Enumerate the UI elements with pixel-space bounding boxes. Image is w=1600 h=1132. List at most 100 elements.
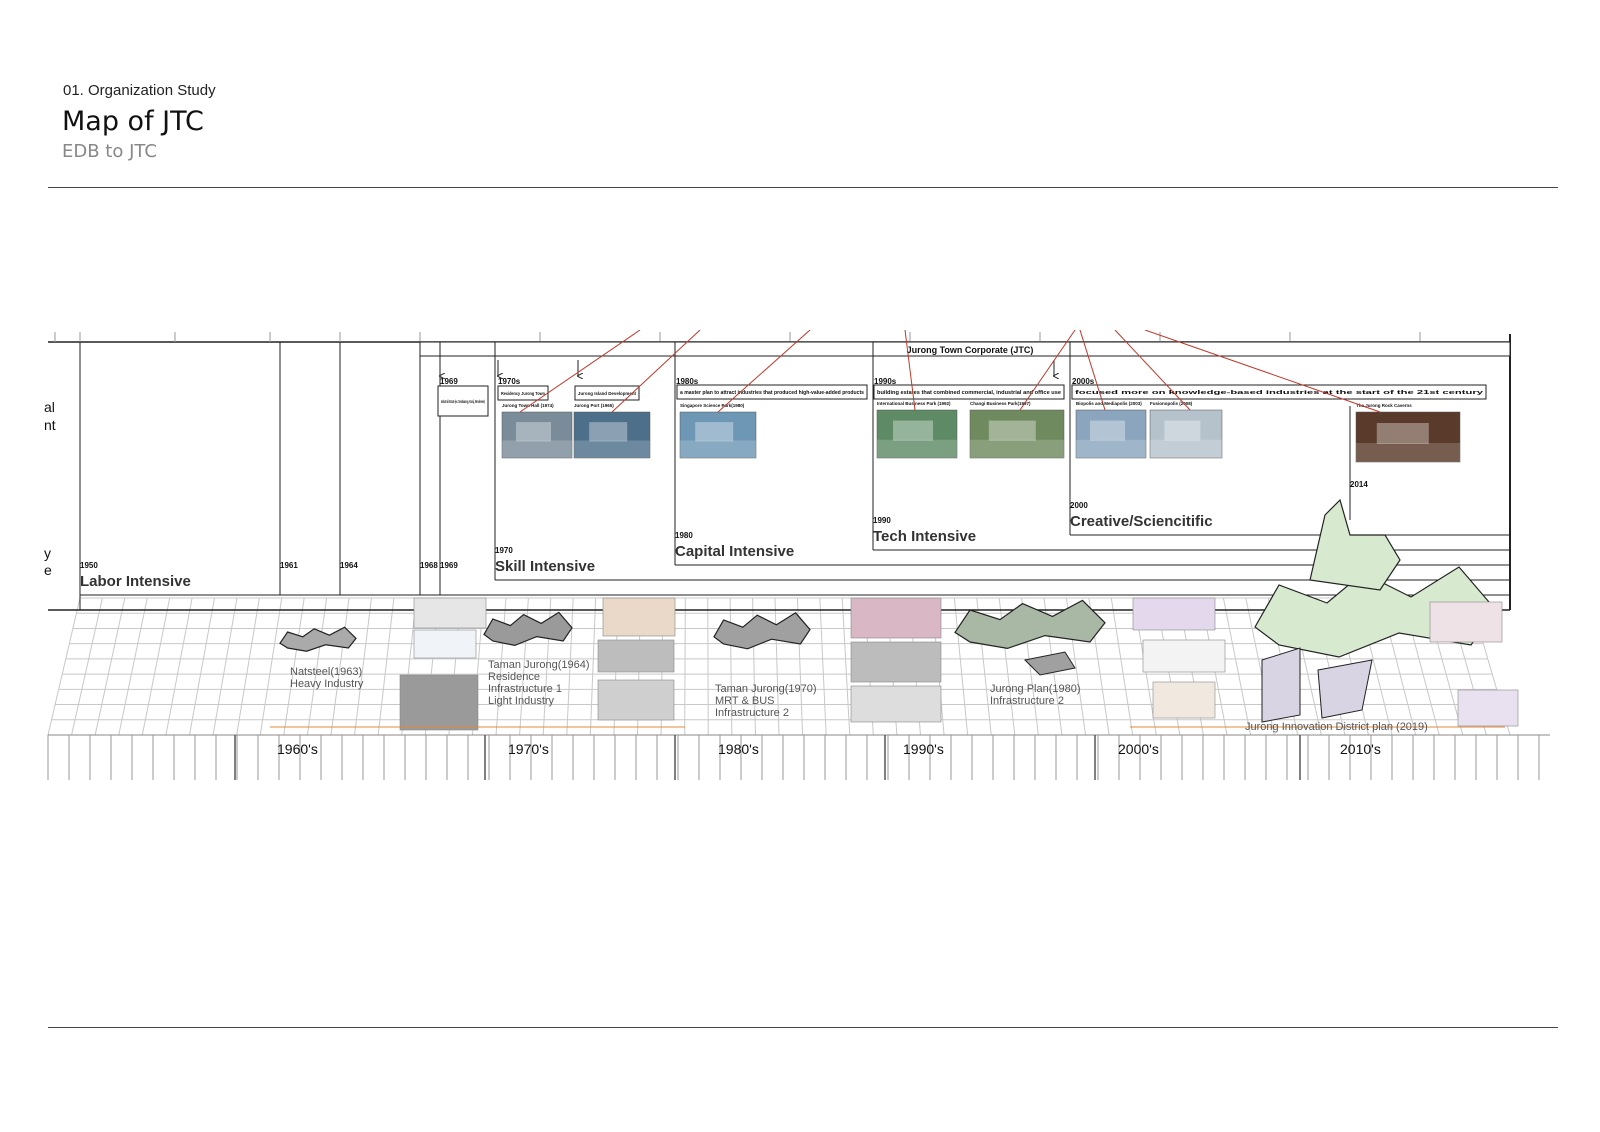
connector-line: [717, 330, 811, 413]
photo: [501, 411, 573, 459]
map-2019-north: [1309, 498, 1401, 591]
collage-panel: [413, 597, 487, 629]
grid-line: [566, 597, 574, 736]
map-note-line: MRT & BUS: [715, 695, 775, 707]
red-connector-lines: [519, 330, 1381, 413]
decade-tag: 2000s: [1072, 377, 1095, 386]
map-note-line: Taman Jurong(1970): [715, 683, 817, 695]
collage-panel: [850, 685, 942, 723]
decade-label: 1970's: [508, 741, 549, 757]
collage-panel: [1429, 601, 1503, 643]
grid-line: [71, 597, 103, 736]
photo: [876, 409, 958, 459]
org-bar-label: Jurong Town Corporate (JTC): [907, 345, 1034, 355]
photo: [679, 411, 757, 459]
photo-building: [589, 422, 628, 442]
grid-line: [47, 597, 81, 736]
collage-panel: [1152, 681, 1216, 719]
decade-label: 1960's: [277, 741, 318, 757]
map-note-line: Infrastructure 2: [990, 695, 1064, 707]
grid-line: [774, 597, 780, 736]
map-1980: [954, 599, 1106, 650]
grid-line: [330, 597, 350, 736]
decade-tag: 1970s: [498, 377, 521, 386]
photo-shade: [970, 439, 1064, 458]
map-2019-island: [1317, 659, 1373, 719]
grid-line: [819, 597, 827, 736]
stage-year: 1990: [873, 516, 891, 525]
map-note-line: Heavy Industry: [290, 678, 364, 690]
grid-line: [306, 597, 328, 736]
photo-caption: Changi Business Park(1997): [970, 401, 1031, 406]
grid-line: [729, 597, 733, 736]
project-box: [437, 385, 489, 417]
connector-line: [1019, 330, 1076, 411]
map-1980-island: [1023, 651, 1076, 676]
grid-line: [1110, 597, 1134, 736]
grid-line: [377, 597, 395, 736]
connector-line: [1079, 330, 1106, 411]
collage-panel: [597, 639, 675, 673]
bottom-divider: [48, 1027, 1558, 1028]
photo-shade: [1076, 439, 1146, 458]
year-marker-label: 1969: [440, 561, 458, 570]
photo-caption: Fusionopolis (2008): [1150, 401, 1193, 406]
photo-building: [1376, 423, 1429, 444]
grid-line: [283, 597, 305, 736]
connector-line: [904, 330, 916, 411]
stage-label: Creative/Sciencitific: [1070, 513, 1213, 530]
grid-line: [684, 597, 686, 736]
grid-line: [354, 597, 372, 736]
photo: [1149, 409, 1223, 459]
grid-line: [94, 597, 126, 736]
page-title: Map of JTC: [62, 106, 204, 137]
photo-caption: Singapore Science Park(1980): [680, 403, 745, 408]
project-box-text: Jurong Island Development: [578, 391, 636, 396]
photo-caption: Jurong Town Hall (1974): [502, 403, 554, 408]
photo: [573, 411, 651, 459]
grid-line: [707, 597, 709, 736]
stage-year: 1950: [80, 561, 98, 570]
photo-building: [1090, 420, 1125, 441]
decade-label: 2000's: [1118, 741, 1159, 757]
photo: [969, 409, 1065, 459]
map-1964: [483, 611, 573, 647]
photo-caption: Biopolis and Mediapolis (2003): [1076, 401, 1142, 406]
stage-label: Capital Intensive: [675, 543, 794, 560]
map-1963: [279, 626, 357, 652]
photo-building: [988, 420, 1036, 441]
photo-building: [516, 422, 551, 442]
map-note-line: Light Industry: [488, 695, 555, 707]
timeline-frame: [48, 334, 1511, 611]
photo: [1075, 409, 1147, 459]
grid-line: [236, 597, 260, 736]
stage-label: Skill Intensive: [495, 558, 595, 575]
grid-line: [118, 597, 148, 736]
map-note-line: Jurong Innovation District plan (2019): [1245, 721, 1428, 733]
project-box: [574, 385, 640, 401]
map-note-line: Infrastructure 2: [715, 707, 789, 719]
map-2019-island: [1261, 647, 1301, 723]
decade-label: 1980's: [718, 741, 759, 757]
map-1970: [713, 612, 811, 650]
collage-panel: [602, 597, 676, 637]
photo-shade: [574, 440, 650, 458]
bottom-ruler: [47, 734, 1550, 780]
stage-label: Labor Intensive: [80, 573, 191, 590]
map-note-line: Natsteel(1963): [290, 666, 362, 678]
photo-caption: Jurong Port (1965): [574, 403, 614, 408]
collage-panel: [399, 674, 479, 731]
map-notes: Natsteel(1963)Heavy Industry Taman Jurong…: [290, 659, 1428, 733]
grid-line: [1222, 597, 1252, 736]
year-marker-label: 1968: [420, 561, 438, 570]
year-marker-label: 2014: [1350, 480, 1368, 489]
map-note-line: Jurong Plan(1980): [990, 683, 1081, 695]
decade-label: 2010's: [1340, 741, 1381, 757]
photo-building: [893, 420, 933, 441]
photo-caption: The Jurong Rock Caverns: [1356, 403, 1412, 408]
collage-panel: [850, 641, 942, 683]
map-note-line: Taman Jurong(1964): [488, 659, 590, 671]
map-note-line: Infrastructure 1: [488, 683, 562, 695]
